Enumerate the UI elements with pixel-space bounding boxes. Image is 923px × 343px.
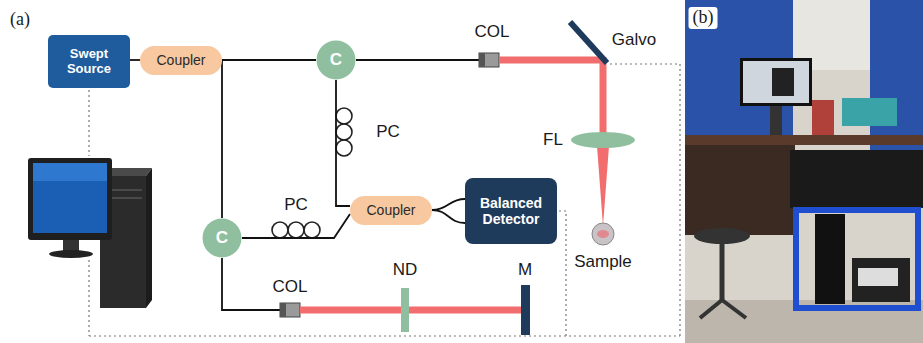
signal-line	[89, 335, 680, 336]
photo-equipment	[858, 268, 898, 286]
photo-cart	[796, 210, 918, 308]
node-text: Swept Source	[56, 47, 122, 77]
photo-panel-box	[790, 150, 923, 208]
photo-computer	[815, 214, 845, 304]
coupler-box-fill	[140, 46, 222, 75]
computer-screen-glare	[33, 163, 107, 181]
photo-equipment	[842, 98, 897, 126]
fiber-connector	[432, 199, 465, 210]
photo-stool	[694, 228, 750, 244]
fiber-connector	[432, 210, 465, 223]
fiber-loop	[272, 222, 288, 238]
photo-monitor-stand	[770, 106, 782, 136]
nd-filter	[401, 288, 409, 332]
computer-monitor	[28, 158, 112, 240]
reference-arm	[222, 258, 530, 335]
photo-screen-image	[772, 68, 794, 96]
fiber-line	[222, 258, 280, 310]
part-label: Sample	[574, 253, 632, 272]
panel-label: (a)	[10, 10, 30, 30]
photo-stool-leg	[722, 300, 746, 318]
computer-tower-side	[146, 168, 152, 308]
photo-equipment	[812, 100, 834, 135]
circulator-circle-fill	[203, 219, 242, 258]
light-beam	[499, 57, 603, 64]
node-text: C	[330, 50, 342, 70]
part-label: COL	[273, 278, 308, 297]
part-label: ND	[393, 261, 418, 280]
signal-line	[88, 260, 89, 336]
node-text: Balanced Detector	[473, 195, 549, 227]
sample-eye	[592, 223, 614, 245]
sample-arm	[356, 22, 635, 245]
collimator-symbol	[479, 53, 485, 67]
fiber-connector	[222, 59, 316, 61]
polarization-controller	[272, 108, 352, 238]
collimator-symbol	[479, 53, 499, 67]
panel-label: (b)	[689, 7, 718, 29]
coupler-box: Coupler	[350, 196, 432, 225]
photo-desk-top	[685, 135, 923, 145]
node-text: C	[216, 228, 228, 248]
source-box-fill	[48, 35, 130, 88]
part-label: Galvo	[612, 31, 656, 50]
computer-base	[49, 250, 93, 258]
signal-line	[559, 211, 566, 336]
galvo-mirror	[570, 22, 607, 63]
part-label: PC	[284, 196, 308, 215]
part-label: PC	[376, 123, 400, 142]
fiber-connector	[336, 80, 350, 206]
signal-line	[610, 63, 680, 64]
coupler-box-fill	[350, 196, 432, 225]
computer-screen	[33, 163, 107, 233]
fiber-loop	[336, 140, 352, 156]
fiber-connector	[242, 214, 350, 238]
detector-box: Balanced Detector	[465, 178, 557, 244]
fiber-connector	[130, 59, 140, 61]
signal-line	[88, 90, 89, 156]
part-label: FL	[543, 131, 563, 150]
photo-panel	[685, 0, 923, 343]
fiber-line	[356, 59, 479, 61]
sample-eye	[597, 230, 609, 238]
circulator-circle-fill	[317, 41, 356, 80]
fiber-loop	[336, 108, 352, 124]
photo-background	[685, 0, 923, 343]
signal-lines	[89, 64, 680, 336]
focused-beam	[597, 146, 609, 226]
part-label: COL	[475, 23, 510, 42]
node-text: Coupler	[156, 52, 205, 68]
light-beam	[600, 57, 607, 134]
collimator-symbol	[280, 303, 300, 317]
reference-mirror	[521, 285, 530, 335]
photo-monitor	[740, 58, 812, 106]
detector-box-fill	[465, 178, 557, 244]
coupler-box: Coupler	[140, 46, 222, 75]
photo-stool-leg	[720, 244, 725, 300]
circulator-circle: C	[316, 40, 356, 80]
photo-stool-leg	[700, 300, 722, 318]
lens-symbol	[571, 132, 635, 148]
photo-desk	[685, 145, 795, 235]
source-box: Swept Source	[48, 35, 130, 88]
computer-icon	[28, 158, 152, 308]
part-label: M	[518, 261, 532, 280]
signal-line	[679, 64, 680, 336]
light-beam	[300, 307, 521, 314]
fiber-connector	[221, 60, 223, 218]
fiber-loop	[288, 222, 304, 238]
circulator-circle: C	[202, 218, 242, 258]
photo-screen	[743, 61, 809, 103]
photo-equipment	[852, 258, 910, 302]
fiber-loop	[336, 124, 352, 140]
fiber-loop	[304, 222, 320, 238]
collimator-symbol	[280, 303, 286, 317]
node-text: Coupler	[366, 202, 415, 218]
